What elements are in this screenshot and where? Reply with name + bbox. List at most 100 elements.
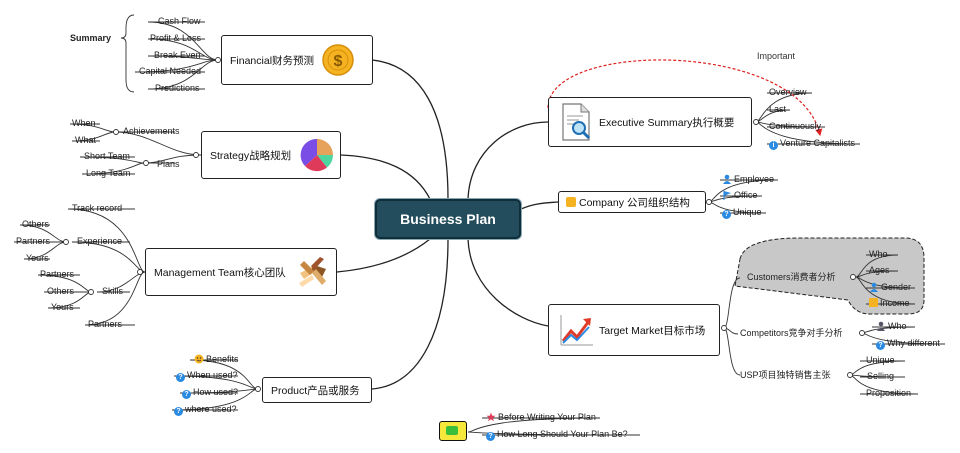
management-experience[interactable]: Experience <box>77 236 123 246</box>
management-title: Management Team核心团队 <box>154 266 286 279</box>
management-skills[interactable]: Skills <box>102 286 124 296</box>
target-gender-label: Gender <box>881 282 912 292</box>
question-icon: ? <box>182 390 191 399</box>
strategy-plans[interactable]: Plans <box>157 159 180 169</box>
target-cust-gender[interactable]: Gender <box>869 281 911 293</box>
target-competitors[interactable]: Competitors竞争对手分析 <box>740 328 843 338</box>
target-usp-proposition[interactable]: Proposition <box>866 388 912 398</box>
target-cust-who[interactable]: Who <box>869 249 888 259</box>
star-icon <box>486 412 496 422</box>
company-office-label: Office <box>734 190 758 200</box>
team-hands-icon <box>298 257 326 287</box>
target-income-label: Income <box>880 298 910 308</box>
executive-title: Executive Summary执行概要 <box>599 116 735 129</box>
financial-topic[interactable]: Financial财务预测 $ <box>221 35 373 85</box>
management-skill-yours[interactable]: Yours <box>51 302 74 312</box>
customers-callout <box>734 237 925 315</box>
dollar-coin-icon: $ <box>322 44 354 76</box>
management-partners[interactable]: Partners <box>88 319 123 329</box>
question-icon: ? <box>486 432 495 441</box>
product-when-used[interactable]: ?When used? <box>176 369 238 382</box>
company-unique-label: Unique <box>733 207 762 217</box>
company-employee-label: Employee <box>734 174 775 184</box>
strategy-ach-what[interactable]: What <box>75 135 97 145</box>
important-relation <box>547 59 823 137</box>
product-topic[interactable]: Product产品或服务 <box>262 377 372 403</box>
target-usp-selling[interactable]: Selling <box>867 371 895 381</box>
target-topic[interactable]: Target Market目标市场 <box>548 304 720 356</box>
document-search-icon <box>562 103 591 141</box>
question-icon: ? <box>174 407 183 416</box>
executive-item-last[interactable]: Last <box>769 104 787 114</box>
person-icon <box>877 321 885 331</box>
target-usp[interactable]: USP项目独特销售主张 <box>740 370 831 380</box>
financial-item-capital-needed[interactable]: Capital Needed <box>139 66 202 76</box>
management-skill-partners[interactable]: Partners <box>40 269 75 279</box>
product-where-used-label: where used? <box>185 404 237 414</box>
strategy-title: Strategy战略规划 <box>210 149 292 162</box>
management-exp-others[interactable]: Others <box>22 219 50 229</box>
note-before-writing[interactable]: Before Writing Your Plan <box>486 411 596 423</box>
question-icon: ? <box>876 341 885 350</box>
management-exp-partners[interactable]: Partners <box>16 236 51 246</box>
target-comp-why-label: Why different <box>887 338 940 348</box>
product-how-used[interactable]: ?How used? <box>182 386 238 399</box>
executive-item-continuously[interactable]: Continuously <box>769 121 822 131</box>
target-cust-ages[interactable]: Ages <box>869 265 890 275</box>
product-when-used-label: When used? <box>187 370 238 380</box>
company-employee[interactable]: Employee <box>722 173 774 185</box>
target-title: Target Market目标市场 <box>599 324 706 337</box>
company-unique[interactable]: ?Unique <box>722 206 762 219</box>
management-exp-yours[interactable]: Yours <box>26 253 49 263</box>
company-office[interactable]: Office <box>722 189 757 201</box>
note-how-long[interactable]: ?How Long Should Your Plan Be? <box>486 428 628 441</box>
management-track-record[interactable]: Track record <box>72 203 123 213</box>
central-title: Business Plan <box>400 211 496 227</box>
target-comp-who[interactable]: Who <box>876 320 907 332</box>
strategy-ach-when[interactable]: When <box>72 118 96 128</box>
strategy-achievements[interactable]: Achievements <box>123 126 180 136</box>
financial-item-profit-loss[interactable]: Profit & Loss <box>150 33 202 43</box>
financial-title: Financial财务预测 <box>230 54 315 67</box>
strategy-plan-long[interactable]: Long Team <box>86 168 131 178</box>
financial-item-predictions[interactable]: Predictions <box>155 83 200 93</box>
executive-venture-label: Venture Capitalists <box>780 138 856 148</box>
executive-item-overview[interactable]: Overview <box>769 87 807 97</box>
target-comp-why[interactable]: ?Why different <box>876 337 940 350</box>
trend-chart-icon <box>560 315 593 346</box>
product-title: Product产品或服务 <box>271 384 360 397</box>
management-skill-others[interactable]: Others <box>47 286 75 296</box>
target-comp-who-label: Who <box>888 321 907 331</box>
product-where-used[interactable]: ?where used? <box>174 403 237 416</box>
company-title: Company 公司组织结构 <box>579 196 690 209</box>
target-cust-income[interactable]: Income <box>869 297 910 309</box>
company-topic[interactable]: Company 公司组织结构 <box>558 191 706 213</box>
central-topic[interactable]: Business Plan <box>375 199 521 239</box>
person-icon <box>870 282 878 292</box>
target-usp-unique[interactable]: Unique <box>866 355 895 365</box>
management-topic[interactable]: Management Team核心团队 <box>145 248 337 296</box>
strategy-plan-short[interactable]: Short Team <box>84 151 130 161</box>
executive-important-label: Important <box>757 51 796 61</box>
financial-summary-label: Summary <box>70 33 112 43</box>
product-how-used-label: How used? <box>193 387 239 397</box>
info-icon: i <box>769 141 778 150</box>
lightbulb-icon <box>566 197 576 207</box>
question-icon: ? <box>722 210 731 219</box>
svg-text:$: $ <box>334 53 343 70</box>
note-before-writing-label: Before Writing Your Plan <box>498 412 596 422</box>
person-icon <box>723 174 731 184</box>
product-benefits[interactable]: Benefits <box>194 353 239 365</box>
notes-icon[interactable] <box>439 421 467 441</box>
smiley-icon <box>194 354 204 364</box>
executive-topic[interactable]: Executive Summary执行概要 <box>548 97 752 147</box>
financial-item-cash-flow[interactable]: Cash Flow <box>158 16 201 26</box>
strategy-topic[interactable]: Strategy战略规划 <box>201 131 341 179</box>
target-customers[interactable]: Customers消费者分析 <box>747 272 836 282</box>
pie-chart-icon <box>300 138 334 172</box>
question-icon: ? <box>176 373 185 382</box>
financial-item-break-even[interactable]: Break Even <box>154 50 201 60</box>
